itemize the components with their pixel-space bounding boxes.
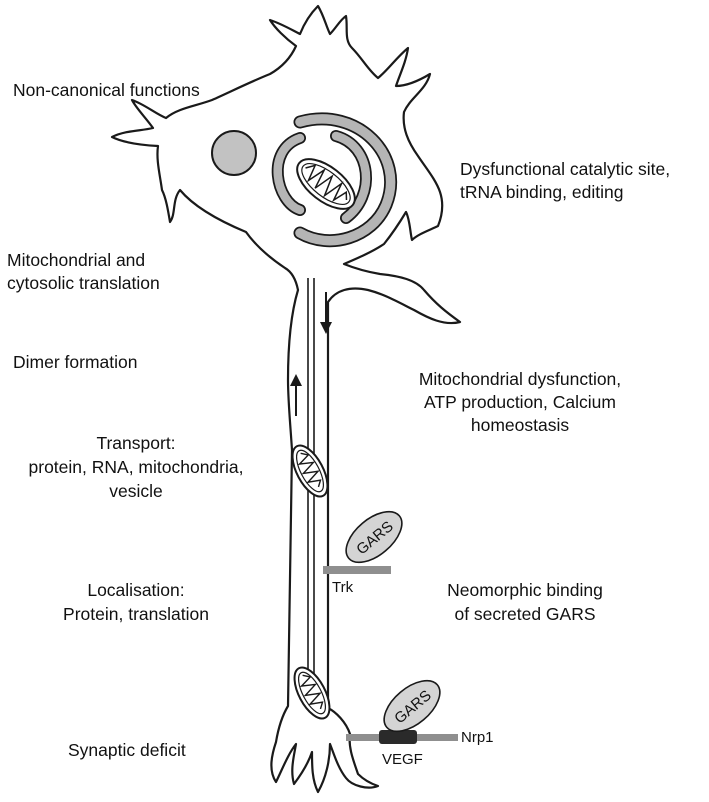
label-localisation-line2: Protein, translation [63, 604, 209, 624]
label-localisation-line1: Localisation: [87, 580, 185, 600]
label-transport-line1: Transport: [96, 433, 176, 453]
label-mito-dysfunction-line3: homeostasis [470, 415, 570, 435]
label-non-canonical-functions: Non-canonical functions [13, 80, 200, 100]
vegf-protein [379, 730, 417, 744]
label-translation-line2: cytosolic translation [7, 273, 160, 293]
label-transport-line2: protein, RNA, mitochondria, [28, 457, 244, 477]
nrp1-label: Nrp1 [461, 729, 494, 746]
trk-receptor [323, 566, 391, 574]
trk-label: Trk [332, 579, 354, 596]
label-neomorphic-line1: Neomorphic binding [447, 580, 603, 600]
label-catalytic-line1: Dysfunctional catalytic site, [460, 159, 671, 179]
mitochondrion-soma [296, 158, 356, 210]
label-dimer-formation: Dimer formation [13, 352, 138, 372]
label-catalytic-line2: tRNA binding, editing [460, 182, 624, 202]
nucleus [211, 130, 257, 176]
gars-protein-upper: GARS [345, 510, 403, 564]
label-translation-line1: Mitochondrial and [7, 250, 146, 270]
label-mito-dysfunction-line2: ATP production, Calcium [424, 392, 616, 412]
label-transport-line3: vesicle [109, 481, 163, 501]
mitochondrion-axon [291, 444, 329, 498]
neuron-outline [110, 4, 462, 794]
gars-protein-lower: GARS [383, 679, 441, 733]
label-synaptic-deficit: Synaptic deficit [68, 740, 186, 760]
mitochondrion-terminal [293, 666, 331, 720]
label-mito-dysfunction-line1: Mitochondrial dysfunction, [418, 369, 622, 389]
label-neomorphic-line2: of secreted GARS [454, 604, 596, 624]
vegf-label: VEGF [382, 751, 423, 768]
